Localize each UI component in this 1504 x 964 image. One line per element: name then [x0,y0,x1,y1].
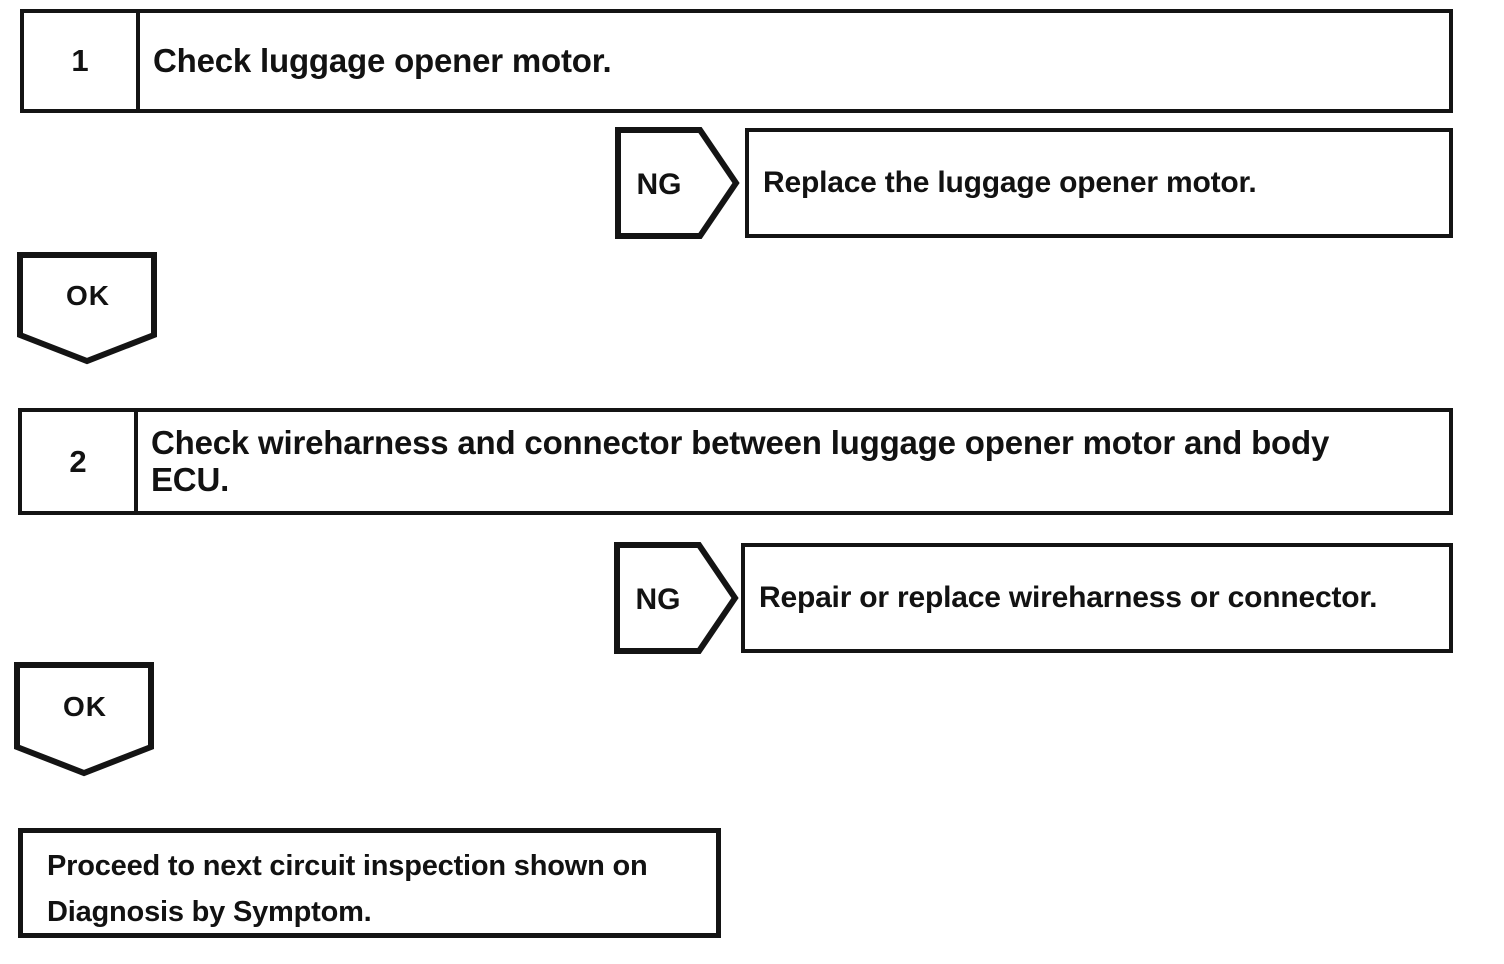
ng-arrow-2: NG [614,542,739,654]
step-1-instruction: Check luggage opener motor. [140,13,1449,109]
step-1-instruction-text: Check luggage opener motor. [153,41,612,79]
ok-label-1: OK [66,280,110,311]
ok-label-2: OK [63,691,107,722]
ng-label-2: NG [636,583,681,616]
final-instruction-line-1: Proceed to next circuit inspection shown… [47,850,648,882]
step-2-box: 2 Check wireharness and connector betwee… [18,408,1453,515]
final-instruction-line-2: Diagnosis by Symptom. [47,896,372,928]
ng-action-2-text: Repair or replace wireharness or connect… [759,581,1378,614]
ok-arrow-2-shape [14,662,154,777]
ng-action-1-box: Replace the luggage opener motor. [745,128,1453,238]
ng-action-1-text: Replace the luggage opener motor. [763,166,1257,199]
step-2-number: 2 [22,412,138,511]
step-1-number: 1 [24,13,140,109]
step-1-box: 1 Check luggage opener motor. [20,9,1453,113]
step-2-instruction-text: Check wireharness and connector between … [151,423,1330,498]
final-instruction-box: Proceed to next circuit inspection shown… [18,828,721,938]
ng-arrow-1-shape [615,127,740,239]
ok-arrow-1-shape [17,252,157,365]
step-2-instruction: Check wireharness and connector between … [138,412,1449,511]
ng-arrow-1: NG [615,127,740,239]
ng-action-2-box: Repair or replace wireharness or connect… [741,543,1453,653]
ok-arrow-2: OK [14,662,154,777]
ok-arrow-1: OK [17,252,157,365]
ng-arrow-2-shape [614,542,739,654]
ng-label-1: NG [637,168,682,201]
